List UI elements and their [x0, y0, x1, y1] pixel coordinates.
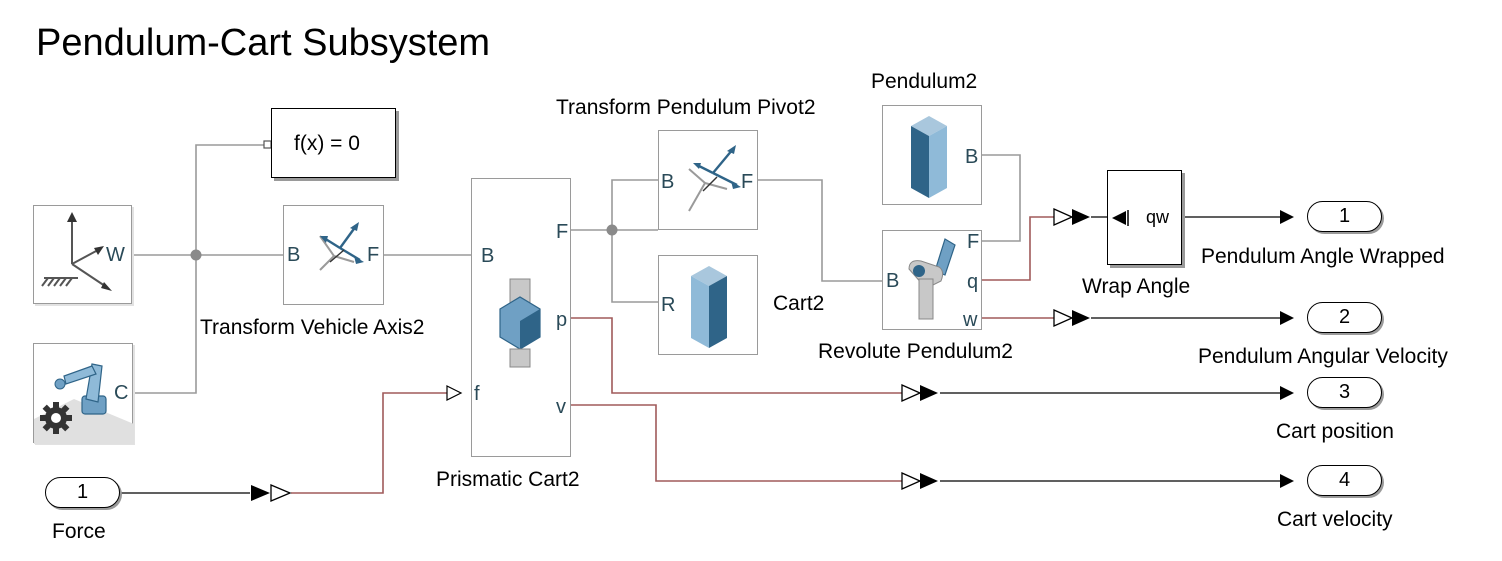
revolute-port-q: q	[967, 271, 979, 293]
cart-solid-block[interactable]: R	[658, 255, 758, 355]
inport-force-label: Force	[52, 520, 106, 543]
line-q-to-converter	[982, 216, 1054, 281]
outport-4-label: Cart velocity	[1277, 508, 1393, 531]
outport-3[interactable]: 3	[1307, 377, 1382, 408]
pendulum-port-b: B	[965, 146, 979, 168]
signal-connections	[120, 210, 1294, 494]
revolute-label: Revolute Pendulum2	[818, 340, 1013, 363]
wrap-angle-label: Wrap Angle	[1082, 275, 1191, 298]
prismatic-joint-icon	[499, 278, 541, 368]
converter-v	[901, 471, 938, 491]
ps-connections	[291, 216, 1054, 494]
pendulum-solid-icon	[911, 116, 947, 198]
outport-1[interactable]: 1	[1307, 201, 1382, 232]
transform-vehicle-port-f: F	[367, 244, 380, 266]
prismatic-label: Prismatic Cart2	[436, 468, 580, 491]
inport-force[interactable]: 1	[45, 477, 120, 508]
prismatic-force-port	[446, 385, 463, 401]
junction-dot	[190, 249, 202, 261]
transform-frame-icon	[688, 145, 741, 212]
revolute-joint-icon	[908, 238, 956, 320]
constraint-port	[263, 140, 272, 149]
revolute-port-f: F	[967, 231, 980, 253]
transform-vehicle-port-b: B	[287, 244, 301, 266]
line-to-constraint	[195, 144, 268, 255]
transform-vehicle-label: Transform Vehicle Axis2	[200, 316, 425, 339]
junction-dot	[606, 224, 618, 236]
diagram-title: Pendulum-Cart Subsystem	[36, 22, 491, 64]
outport-1-label: Pendulum Angle Wrapped	[1201, 245, 1445, 268]
solver-configuration-block[interactable]: f(x) = 0	[271, 108, 396, 178]
cart-solid-icon	[691, 266, 727, 348]
line-p-to-converter	[570, 317, 902, 394]
transform-frame-icon	[319, 222, 364, 271]
line-v-to-converter	[570, 404, 902, 482]
outport-3-label: Cart position	[1276, 420, 1394, 443]
prismatic-port-f: F	[556, 221, 569, 243]
outport-2[interactable]: 2	[1307, 302, 1382, 333]
converter-force	[251, 484, 292, 502]
line-to-pivot-b	[611, 179, 658, 230]
prismatic-port-force: f	[474, 383, 480, 405]
line-to-cart-r	[611, 230, 658, 303]
transform-pivot-label: Transform Pendulum Pivot2	[556, 96, 816, 119]
world-port-w: W	[106, 244, 125, 266]
robot-arm-gear-icon	[34, 363, 134, 444]
outport-2-label: Pendulum Angular Velocity	[1198, 345, 1448, 368]
revolute-joint-block[interactable]: B F q w	[882, 230, 982, 331]
converter-w	[1053, 308, 1090, 328]
line-pendulum-to-revolute	[982, 154, 1021, 242]
config-port-c: C	[114, 382, 129, 404]
cart-port-r: R	[661, 294, 676, 316]
converter-q	[1053, 207, 1090, 227]
mechanism-config-block[interactable]: C	[33, 343, 134, 444]
world-frame-icon	[41, 212, 112, 291]
wrap-angle-input-icon	[1112, 210, 1129, 226]
transform-pivot-port-b: B	[661, 171, 675, 193]
wrap-angle-block[interactable]: qw	[1107, 170, 1182, 265]
outport-4[interactable]: 4	[1307, 465, 1382, 496]
cart-label: Cart2	[773, 292, 825, 315]
line-pivot-to-revolute	[758, 179, 882, 282]
revolute-port-b: B	[886, 270, 900, 292]
prismatic-port-p: p	[556, 309, 568, 331]
wrap-angle-port-qw: qw	[1146, 207, 1170, 227]
constraint-text: f(x) = 0	[294, 132, 360, 155]
prismatic-port-v: v	[556, 396, 566, 418]
transform-vehicle-block[interactable]: B F	[283, 205, 384, 305]
transform-pivot-block[interactable]: B F	[658, 130, 758, 230]
world-frame-block[interactable]: W	[33, 205, 132, 304]
prismatic-port-b: B	[481, 245, 495, 267]
revolute-port-w: w	[963, 309, 978, 331]
physical-connections	[132, 144, 1021, 394]
line-force-to-prismatic	[291, 392, 452, 494]
pendulum-solid-block[interactable]: B	[882, 105, 982, 205]
prismatic-joint-block[interactable]: B F p v f	[471, 178, 571, 457]
converter-p	[901, 383, 938, 403]
pendulum-label: Pendulum2	[871, 70, 978, 93]
line-config-to-world	[133, 255, 197, 394]
transform-pivot-port-f: F	[741, 171, 754, 193]
